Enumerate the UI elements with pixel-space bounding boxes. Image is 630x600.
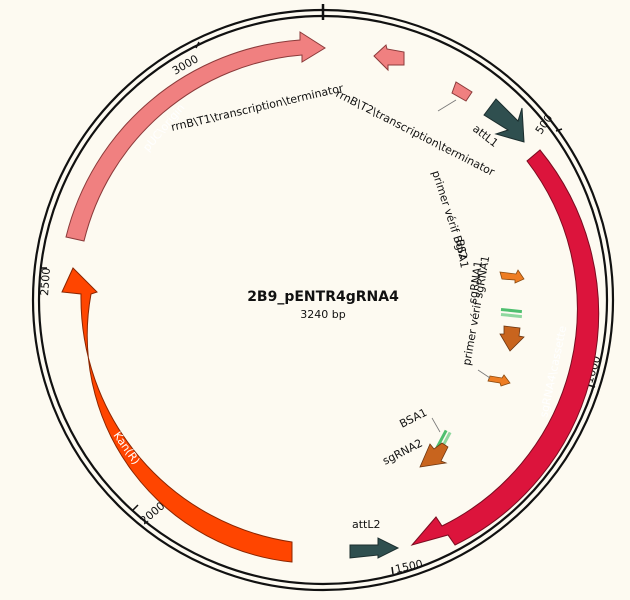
attl1-arrow <box>483 98 525 143</box>
tick-500 <box>555 128 563 132</box>
tick-3000 <box>195 41 200 49</box>
bsa1-bottom-leader <box>431 417 441 433</box>
plasmid-size: 3240 bp <box>300 308 345 321</box>
bsa1-top-label: BSA1 <box>453 238 471 269</box>
bsa1-top-bar-2 <box>500 312 523 319</box>
tick-1000 <box>587 384 596 388</box>
tick-label-2500: 2500 <box>38 267 53 296</box>
tick-1500 <box>391 566 394 575</box>
sgrna1-arrow <box>499 325 525 352</box>
sgrna2-label: sgRNA2 <box>380 437 424 468</box>
rrnb-t2-leader <box>437 99 457 112</box>
attl1-label: attL1 <box>470 122 500 150</box>
plasmid-name: 2B9_pENTR4gRNA4 <box>247 289 399 305</box>
primer-verif-sgrna1-arrow <box>487 374 511 387</box>
primer-verif-bgl2-arrow <box>499 269 525 284</box>
attl2-label: attL2 <box>352 518 381 531</box>
rrnb-t1-arrow <box>373 44 405 72</box>
bsa1-top-bar-1 <box>500 307 523 314</box>
primer-verif-sgrna1-label: primer vérif sgRNA1 <box>460 255 492 367</box>
kan-arrow <box>61 267 293 563</box>
rrnb-t2-arrow <box>451 81 473 102</box>
puc-origin-arrow <box>65 31 326 242</box>
attl2-arrow <box>349 537 400 559</box>
tick-label-1500: 1500 <box>394 557 424 576</box>
bsa1-bottom-bar-1 <box>435 429 448 449</box>
bsa1-top-site <box>500 307 523 319</box>
sgrna1-label: sgRNA1 <box>466 260 485 304</box>
bsa1-bottom-label: BSA1 <box>397 406 429 431</box>
sgrna2-arrow <box>419 442 449 468</box>
primer-verif-sgrna1-leader <box>477 369 491 379</box>
tick-2000 <box>132 504 139 511</box>
sgrna4-cassette-arrow <box>410 149 600 546</box>
